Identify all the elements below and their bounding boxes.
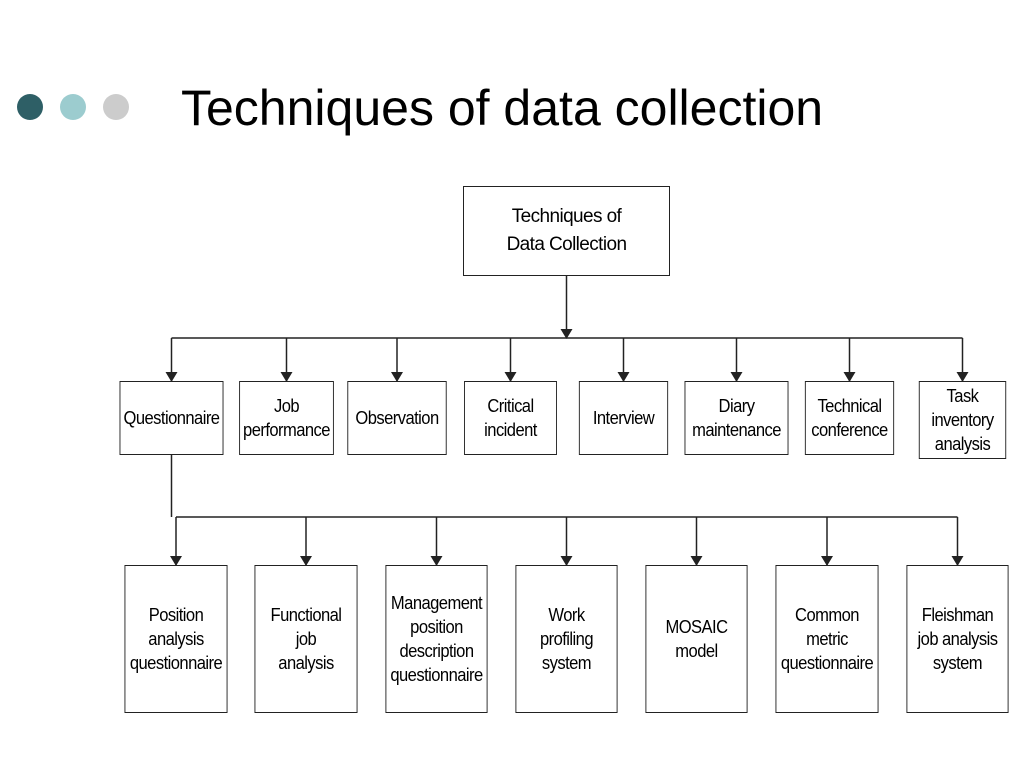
bullet-dot-gray [103,94,129,120]
method-node-critical-incident: Critical incident [464,381,557,455]
questionnaire-node-work-profiling: Work profiling system [515,565,618,713]
slide-header: Techniques of data collection [0,0,1024,170]
method-node-questionnaire: Questionnaire [119,381,224,455]
method-node-diary-maintenance: Diary maintenance [684,381,789,455]
questionnaire-node-mosaic: MOSAIC model [645,565,748,713]
questionnaire-node-management-position: Management position description question… [385,565,488,713]
method-node-job-performance: Job performance [239,381,334,455]
bullet-dot-dark [17,94,43,120]
method-node-technical-conference: Technical conference [804,381,895,455]
questionnaire-node-functional-job-analysis: Functional job analysis [254,565,358,713]
edges-layer [165,276,969,566]
questionnaire-node-fleishman: Fleishman job analysis system [906,565,1009,713]
slide-title: Techniques of data collection [181,80,824,136]
method-node-observation: Observation [347,381,447,455]
questionnaire-node-position-analysis: Position analysis questionnaire [124,565,228,713]
questionnaire-node-common-metric: Common metric questionnaire [775,565,879,713]
root-node: Techniques of Data Collection [463,186,670,276]
method-node-task-inventory-analysis: Task inventory analysis [918,381,1007,459]
method-node-interview: Interview [578,381,669,455]
bullet-dot-light [60,94,86,120]
